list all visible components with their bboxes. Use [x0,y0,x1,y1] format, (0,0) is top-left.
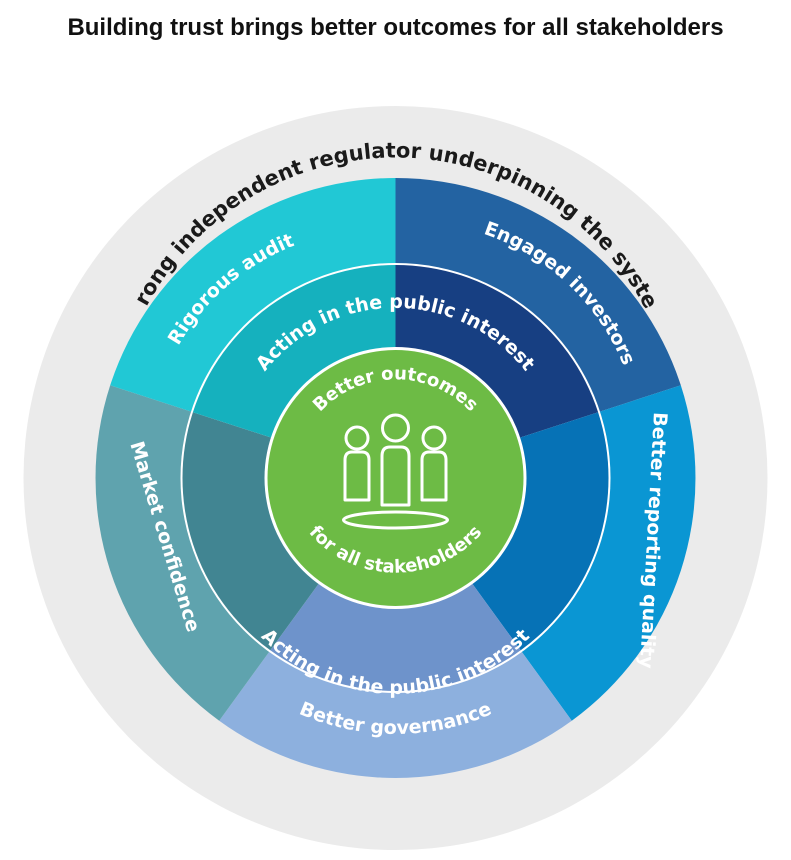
center-circle [267,350,524,606]
page-title: Building trust brings better outcomes fo… [67,14,724,41]
people-group-icon [342,413,449,530]
